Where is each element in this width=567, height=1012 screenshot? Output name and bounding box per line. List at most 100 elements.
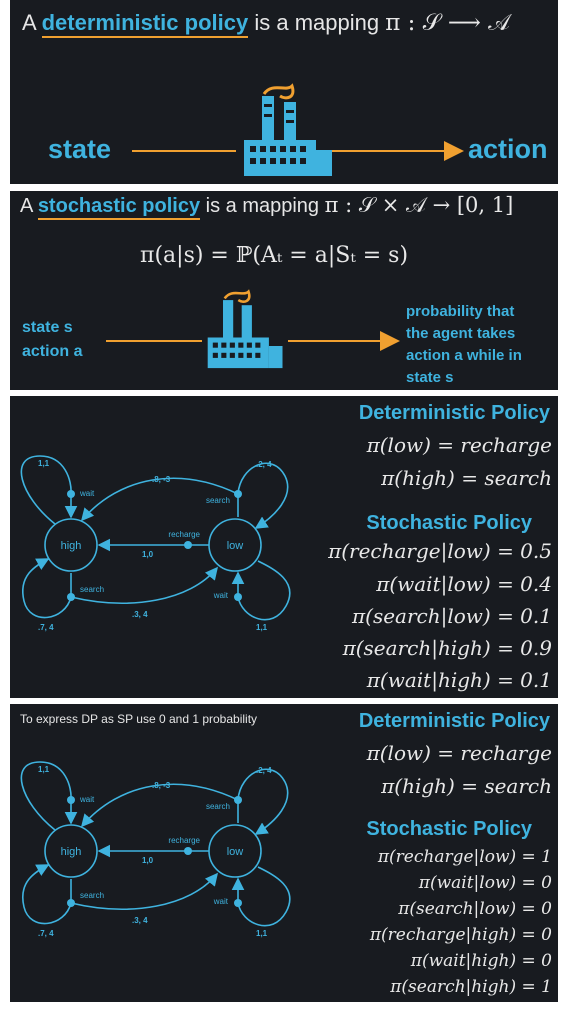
edge-prob-label: 1,1 (256, 929, 268, 938)
search-action-dot (234, 490, 242, 498)
edge-prob-label: 1,1 (38, 459, 50, 468)
policy-equation: π(search|high) = 1 (390, 977, 552, 997)
wait-action-label: wait (79, 489, 95, 498)
output-line: action a while in (406, 347, 522, 364)
policy-equation: π(wait|high) = 0.1 (366, 668, 552, 692)
wait-action-dot (234, 593, 242, 601)
policy-equation: π(recharge|low) = 1 (377, 847, 552, 867)
policy-equation: π(low) = recharge (366, 741, 552, 765)
edge-prob-label: .8, -3 (152, 475, 171, 484)
policy-equation: π(low) = recharge (366, 433, 552, 457)
definition-term: stochastic policy (37, 195, 201, 220)
edge-low-search-loop (237, 462, 289, 529)
edge-low-search-loop (237, 768, 289, 835)
deterministic-policy-title: Deterministic Policy (358, 710, 550, 732)
panel-deterministic-definition: A deterministic policy is a mapping π : … (10, 0, 558, 184)
action-label: action (468, 134, 548, 164)
edge-prob-label: .7, 4 (38, 623, 54, 632)
edge-prob-label: 1,0 (142, 550, 154, 559)
edge-high-to-low-search (70, 566, 219, 604)
edge-prob-label: 1,1 (256, 623, 268, 632)
panel-recycling-robot-example: high low wait search search wait recharg… (10, 396, 558, 698)
search-action-label: search (206, 802, 230, 811)
low-node-label: low (227, 540, 244, 552)
edge-high-wait-loop (20, 761, 72, 831)
edge-low-wait-loop (237, 560, 291, 621)
input-action-label: action a (22, 343, 83, 360)
edge-prob-label: 1,0 (142, 856, 154, 865)
output-line: state s (406, 369, 454, 386)
definition-term: deterministic policy (41, 10, 249, 38)
wait-action-label: wait (79, 795, 95, 804)
low-node-label: low (227, 846, 244, 858)
output-description: probability that the agent takes action … (406, 301, 522, 389)
policy-flow-graphic (132, 83, 464, 176)
high-node (44, 824, 98, 878)
search-action-dot (234, 796, 242, 804)
edge-prob-label: .7, 4 (38, 929, 54, 938)
search-action-dot (67, 593, 75, 601)
edge-high-search-loop (21, 864, 72, 925)
policy-equation: π(wait|low) = 0 (418, 873, 552, 893)
high-node-label: high (61, 540, 82, 552)
edge-low-to-high-search (80, 783, 239, 828)
stochastic-policy-title: Stochastic Policy (366, 818, 532, 840)
edge-high-wait-loop (20, 455, 72, 525)
definition-middle: is a mapping (254, 10, 380, 35)
note-text: To express DP as SP use 0 and 1 probabil… (20, 712, 258, 726)
input-state-label: state s (22, 319, 73, 336)
search-action-dot (67, 899, 75, 907)
definition-line: A deterministic policy is a mapping π : … (22, 10, 510, 38)
wait-action-label: wait (213, 591, 229, 600)
recharge-action-dot (184, 847, 192, 855)
edge-low-wait-loop (237, 866, 291, 927)
panel-dp-as-sp: To express DP as SP use 0 and 1 probabil… (10, 704, 558, 1002)
policy-equation: π(recharge|low) = 0.5 (328, 539, 552, 563)
policy-equation: π(a|s) = ℙ(Aₜ = a|Sₜ = s) (140, 243, 409, 268)
recharge-action-label: recharge (168, 530, 200, 539)
wait-action-dot (67, 796, 75, 804)
output-line: probability that (406, 303, 515, 320)
edge-prob-label: .8, -3 (152, 781, 171, 790)
edge-prob-label: .3, 4 (132, 916, 148, 925)
recharge-action-label: recharge (168, 836, 200, 845)
high-node-label: high (61, 846, 82, 858)
search-action-label: search (80, 891, 104, 900)
high-node (44, 518, 98, 572)
edge-prob-label: .2, 4 (256, 460, 272, 469)
edge-prob-label: .3, 4 (132, 610, 148, 619)
edge-prob-label: .2, 4 (256, 766, 272, 775)
deterministic-policy-title: Deterministic Policy (358, 402, 550, 424)
wait-action-dot (234, 899, 242, 907)
definition-middle: is a mapping (205, 195, 320, 217)
definition-formula: π : 𝒮 × 𝒜 → [0, 1] (324, 193, 514, 217)
recharge-action-dot (184, 541, 192, 549)
policy-equation: π(wait|low) = 0.4 (376, 572, 552, 596)
policy-equation: π(wait|high) = 0 (410, 951, 552, 971)
policy-equation: π(high) = search (381, 466, 552, 490)
output-line: the agent takes (406, 325, 516, 342)
definition-prefix: A (20, 195, 33, 217)
factory-icon (207, 289, 283, 369)
edge-high-to-low-search (70, 872, 219, 910)
policy-equation: π(search|high) = 0.9 (342, 636, 552, 660)
policy-equation: π(high) = search (381, 774, 552, 798)
definition-line: A stochastic policy is a mapping π : 𝒮 ×… (20, 193, 514, 220)
edge-high-search-loop (21, 558, 72, 619)
edge-low-to-high-search (80, 477, 239, 522)
state-label: state (48, 134, 112, 164)
wait-action-dot (67, 490, 75, 498)
mdp-diagram: high low wait search search wait recharg… (20, 455, 291, 632)
stochastic-policy-title: Stochastic Policy (366, 512, 532, 534)
edge-prob-label: 1,1 (38, 765, 50, 774)
search-action-label: search (80, 585, 104, 594)
search-action-label: search (206, 496, 230, 505)
wait-action-label: wait (213, 897, 229, 906)
definition-prefix: A (22, 10, 36, 35)
policy-equation: π(search|low) = 0.1 (352, 604, 552, 628)
panel-stochastic-definition: A stochastic policy is a mapping π : 𝒮 ×… (10, 191, 558, 390)
mdp-diagram: high low wait search search wait recharg… (20, 761, 291, 938)
policy-equation: π(recharge|high) = 0 (369, 925, 552, 945)
factory-icon (244, 83, 332, 176)
policy-equation: π(search|low) = 0 (398, 899, 552, 919)
